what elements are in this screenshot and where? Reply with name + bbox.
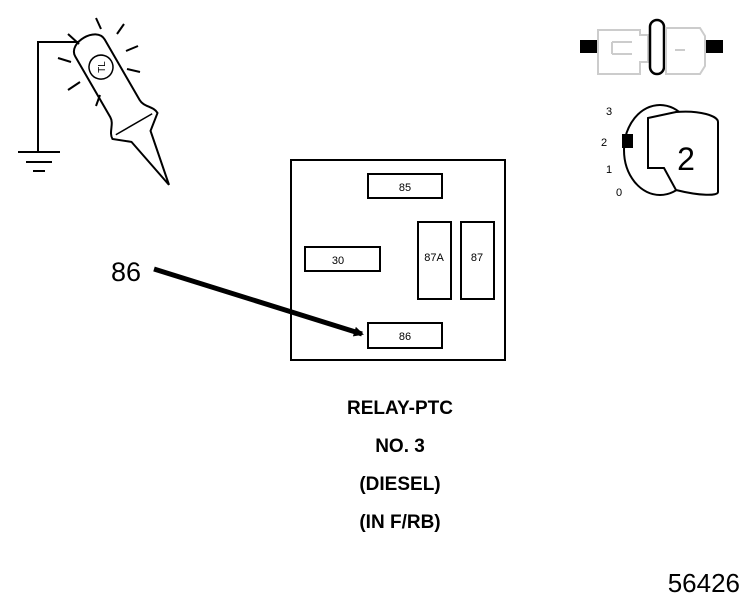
svg-text:87: 87: [471, 252, 483, 264]
key-position-1: 1: [606, 164, 612, 176]
test-light-label: TL: [97, 61, 108, 73]
svg-text:86: 86: [399, 331, 411, 343]
figure-number: 56426: [667, 568, 740, 598]
callout-86: 86: [111, 257, 364, 337]
ignition-key-icon: 3 2 1 0 2: [601, 104, 719, 199]
key-position-3: 3: [606, 106, 612, 118]
key-selected-position: 2: [677, 141, 695, 177]
caption-line-3: (DIESEL): [359, 474, 441, 495]
caption-line-1: RELAY-PTC: [347, 398, 453, 419]
test-light-icon: TL: [18, 17, 170, 186]
terminal-87: 87: [460, 221, 495, 300]
callout-arrow: [153, 266, 364, 337]
svg-text:85: 85: [399, 182, 411, 194]
terminal-87a: 87A: [417, 221, 452, 300]
callout-label: 86: [111, 257, 141, 287]
connector-icon: [580, 18, 723, 76]
svg-text:30: 30: [332, 255, 344, 267]
key-position-2: 2: [601, 137, 607, 149]
caption-line-4: (IN F/RB): [359, 512, 441, 533]
terminal-85: 85: [367, 173, 443, 199]
key-position-0: 0: [616, 187, 622, 199]
terminal-86: 86: [367, 322, 443, 349]
caption-line-2: NO. 3: [375, 436, 425, 457]
relay-block: 85 30 87A 87 86: [290, 159, 506, 361]
terminal-30: 30: [304, 246, 381, 272]
svg-text:87A: 87A: [424, 252, 444, 264]
